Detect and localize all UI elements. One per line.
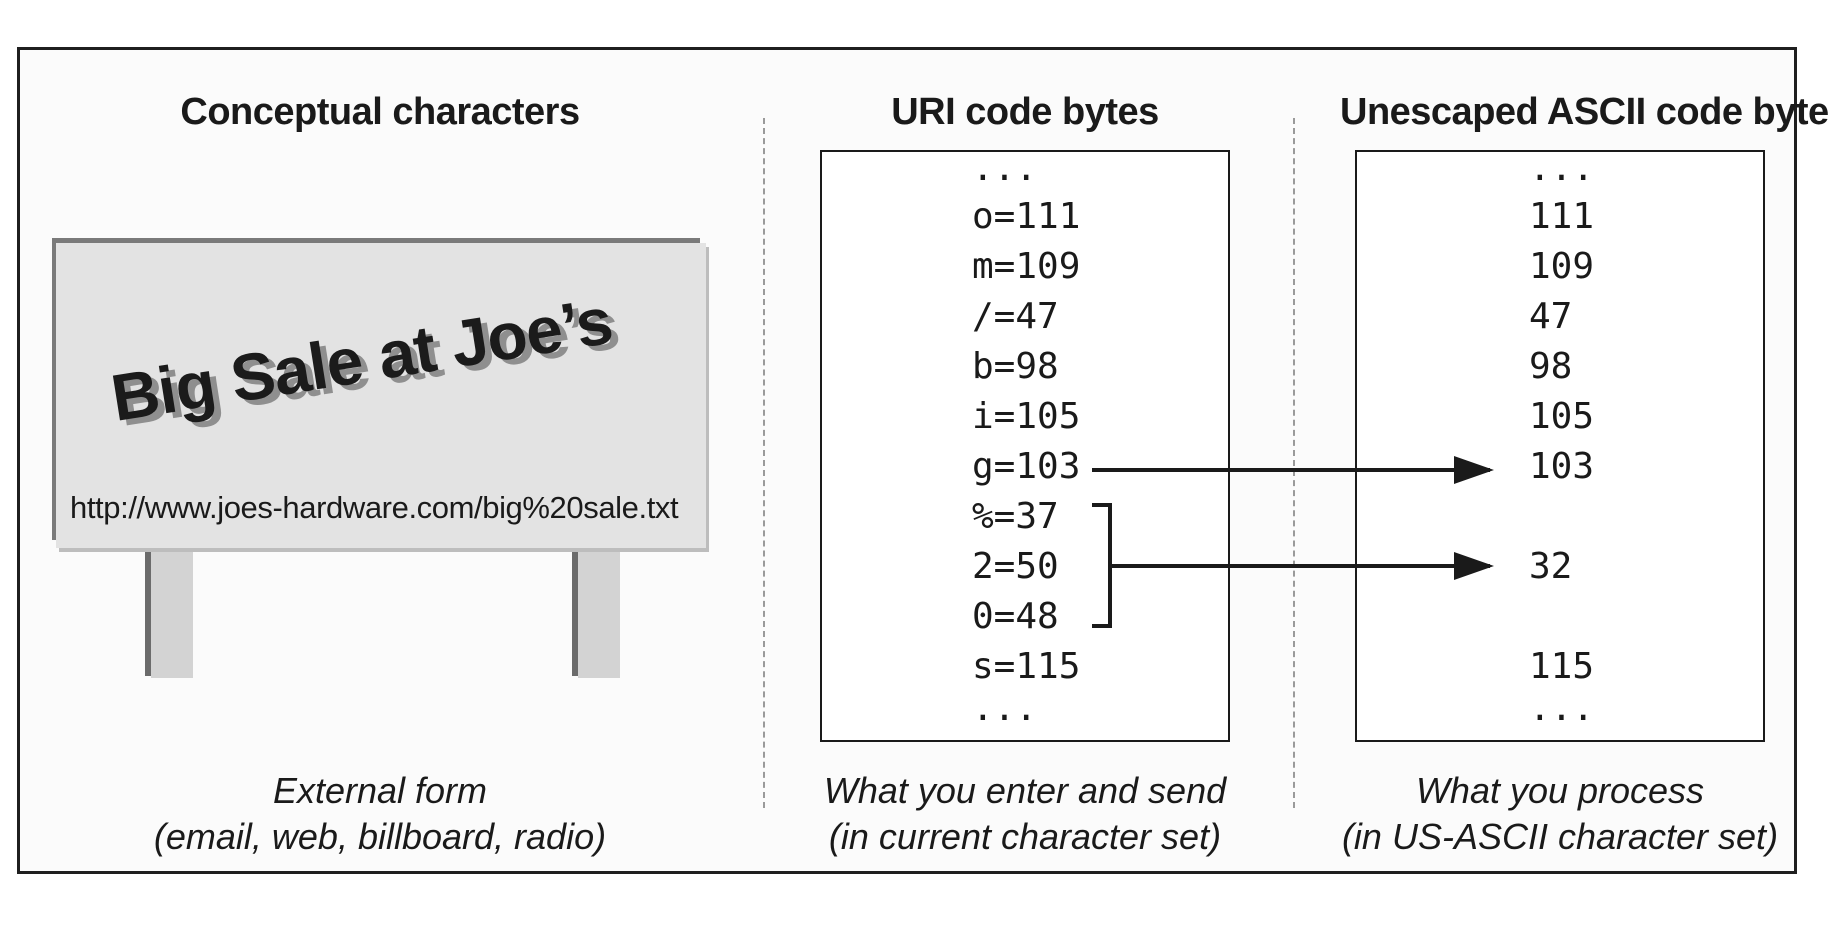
uri-byte-line: i=105 (972, 396, 1081, 437)
uri-byte-line: m=109 (972, 246, 1081, 287)
ascii-byte-line: ... (1529, 688, 1595, 729)
uri-byte-line: s=115 (972, 646, 1081, 687)
column-divider-right (1293, 118, 1295, 808)
uri-byte-line: ... (972, 148, 1038, 189)
uri-byte-line: b=98 (972, 346, 1059, 387)
conceptual-caption-line-1: External form (272, 770, 488, 811)
column-divider-left (763, 118, 765, 808)
uri-bytes-caption-line-1: What you enter and send (823, 770, 1227, 811)
billboard-post-left (151, 548, 193, 678)
ascii-byte-line: ... (1529, 148, 1595, 189)
ascii-bytes-caption: What you process (in US-ASCII character … (1330, 768, 1790, 860)
escape-bracket (1092, 503, 1112, 628)
uri-bytes-caption-line-2: (in current character set) (828, 816, 1222, 857)
ascii-byte-line: 32 (1529, 546, 1573, 587)
billboard-post-shadow-left (145, 548, 151, 676)
uri-byte-line: /=47 (972, 296, 1059, 337)
ascii-byte-line: 103 (1529, 446, 1595, 487)
ascii-byte-line: 98 (1529, 346, 1573, 387)
conceptual-characters-title: Conceptual characters (180, 91, 580, 133)
ascii-byte-line: 111 (1529, 196, 1595, 237)
ascii-bytes-caption-line-1: What you process (1415, 770, 1705, 811)
billboard-url: http://www.joes-hardware.com/big%20sale.… (70, 490, 679, 525)
uri-byte-line: ... (972, 688, 1038, 729)
uri-byte-line: 0=48 (972, 596, 1059, 637)
billboard-board (56, 243, 706, 548)
billboard-post-shadow-right (572, 548, 578, 676)
uri-byte-line: %=37 (972, 496, 1059, 537)
ascii-bytes-caption-line-2: (in US-ASCII character set) (1341, 816, 1779, 857)
ascii-byte-line: 105 (1529, 396, 1595, 437)
uri-byte-line: 2=50 (972, 546, 1059, 587)
uri-byte-line: o=111 (972, 196, 1081, 237)
ascii-code-byte-box: ... 111 109 47 98 105 103 32 115 ... (1355, 148, 1765, 742)
conceptual-caption: External form (email, web, billboard, ra… (60, 768, 700, 860)
uri-bytes-caption: What you enter and send (in current char… (790, 768, 1260, 860)
ascii-code-byte-title: Unescaped ASCII code byte (1340, 91, 1829, 133)
uri-code-bytes-box: ... o=111 m=109 /=47 b=98 i=105 g=103 %=… (820, 148, 1230, 742)
ascii-byte-line: 47 (1529, 296, 1573, 337)
ascii-byte-line: 109 (1529, 246, 1595, 287)
conceptual-caption-line-2: (email, web, billboard, radio) (153, 816, 607, 857)
ascii-byte-line: 115 (1529, 646, 1595, 687)
uri-code-bytes-title: URI code bytes (891, 91, 1159, 133)
billboard-post-right (578, 548, 620, 678)
uri-byte-line: g=103 (972, 446, 1081, 487)
